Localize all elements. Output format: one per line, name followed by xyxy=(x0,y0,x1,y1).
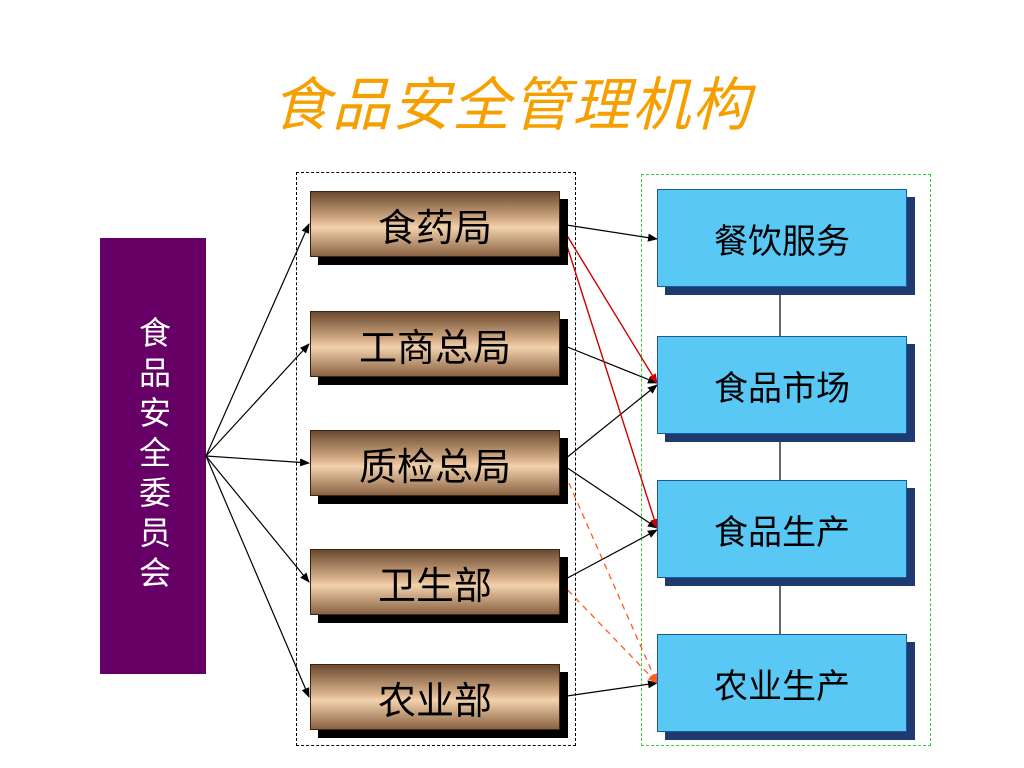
link-dept5-sector4 xyxy=(559,680,658,698)
department-box-2: 工商总局 xyxy=(310,311,560,377)
department-label: 农业部 xyxy=(377,678,492,723)
department-box-4: 卫生部 xyxy=(310,549,560,615)
department-label: 卫生部 xyxy=(377,563,492,608)
link-dept4-sector3 xyxy=(559,529,658,583)
department-box-5: 农业部 xyxy=(310,664,560,730)
committee-box: 食品安全委员会 xyxy=(100,238,206,674)
sector-box-3: 食品生产 xyxy=(657,480,907,578)
link-dept4-sector4 xyxy=(559,581,658,684)
link-dept3-sector3 xyxy=(559,462,658,529)
sector-label: 食品市场 xyxy=(714,368,850,409)
link-dept2-sector2 xyxy=(559,343,658,384)
link-dept3-sector2 xyxy=(559,384,658,464)
department-box-1: 食药局 xyxy=(310,191,560,257)
department-label: 工商总局 xyxy=(358,325,511,370)
committee-links xyxy=(205,223,310,698)
link-dept1-sector1 xyxy=(559,223,658,242)
link-dept1-sector3 xyxy=(559,223,659,529)
secondary-links xyxy=(559,462,658,684)
department-links xyxy=(559,223,658,698)
link-committee-dept3 xyxy=(205,455,310,467)
department-box-3: 质检总局 xyxy=(310,430,560,496)
department-group-frame xyxy=(296,172,576,746)
sector-label: 食品生产 xyxy=(714,512,850,553)
link-committee-dept4 xyxy=(205,455,310,583)
primary-links xyxy=(559,223,659,529)
link-dept1-sector2 xyxy=(559,223,658,384)
link-committee-dept5 xyxy=(205,455,310,698)
sector-label: 餐饮服务 xyxy=(714,221,850,262)
sector-label: 农业生产 xyxy=(714,666,850,707)
link-dept3-sector4 xyxy=(559,462,658,684)
page-title: 食品安全管理机构 xyxy=(271,71,752,139)
committee-label: 食品安全委员会 xyxy=(134,316,172,596)
link-committee-dept1 xyxy=(205,223,310,457)
sector-box-4: 农业生产 xyxy=(657,634,907,732)
sector-group-frame xyxy=(641,174,931,746)
department-label: 质检总局 xyxy=(358,444,511,489)
department-label: 食药局 xyxy=(377,205,492,250)
sector-box-1: 餐饮服务 xyxy=(657,189,907,287)
link-committee-dept2 xyxy=(205,343,310,457)
sector-box-2: 食品市场 xyxy=(657,336,907,434)
